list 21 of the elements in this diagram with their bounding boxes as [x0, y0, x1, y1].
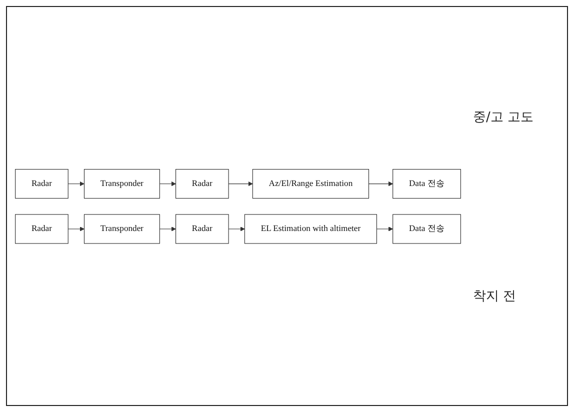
arrow: [228, 181, 253, 186]
annotation-text: 착지 전: [473, 288, 518, 304]
node-box: [15, 214, 68, 244]
node-box: [176, 168, 229, 198]
arrow: [228, 226, 245, 231]
diagram-frame: Radar Transponder Radar Az/El/Range Estimation Data 전송 Radar Transponder Radar EL Estimation with altimeter Data 전송 중/고 고도 착지 전: [6, 6, 568, 406]
node-box: [84, 214, 160, 244]
arrow: [159, 226, 176, 231]
node-box: [244, 214, 377, 244]
arrow: [376, 226, 394, 231]
node-box: [176, 214, 229, 244]
arrow: [68, 181, 84, 186]
node-box: [15, 168, 68, 198]
arrow: [159, 181, 176, 186]
arrow: [68, 226, 84, 231]
node-box: [84, 168, 160, 198]
node-box: [252, 168, 370, 198]
annotation-text: 중/고 고도: [473, 108, 535, 126]
arrow: [368, 181, 394, 186]
node-box: [392, 214, 461, 244]
node-box: [392, 168, 461, 198]
